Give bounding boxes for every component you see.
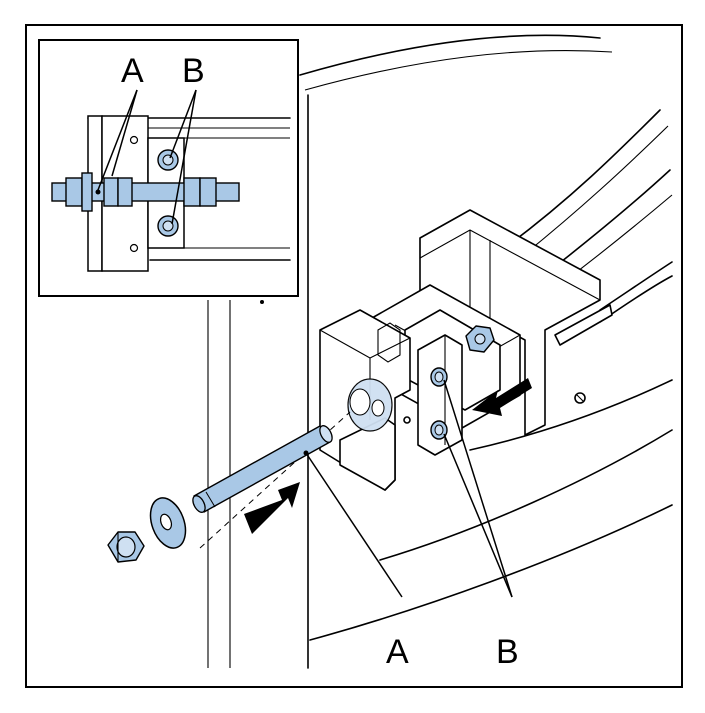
insert-arrow-right [472,378,532,416]
label-b: B [496,633,519,671]
detail-inset: A B [38,39,299,297]
nut [107,531,145,563]
carriage-block-assembly [319,209,613,491]
screw-b-upper [430,367,448,387]
inset-label-b: B [182,52,205,90]
inset-label-a: A [121,52,144,90]
pin-a [192,425,333,513]
pointer-line-a [305,452,403,598]
seated-washer [347,378,393,432]
top-nut [465,325,495,353]
pointer-line-b1 [443,379,513,598]
insert-arrow-left [244,482,300,534]
curved-rail-structure [207,34,673,669]
pointer-line-b2 [443,433,513,598]
washer [149,497,187,549]
screw-b-lower [430,420,448,440]
label-a: A [386,633,409,671]
